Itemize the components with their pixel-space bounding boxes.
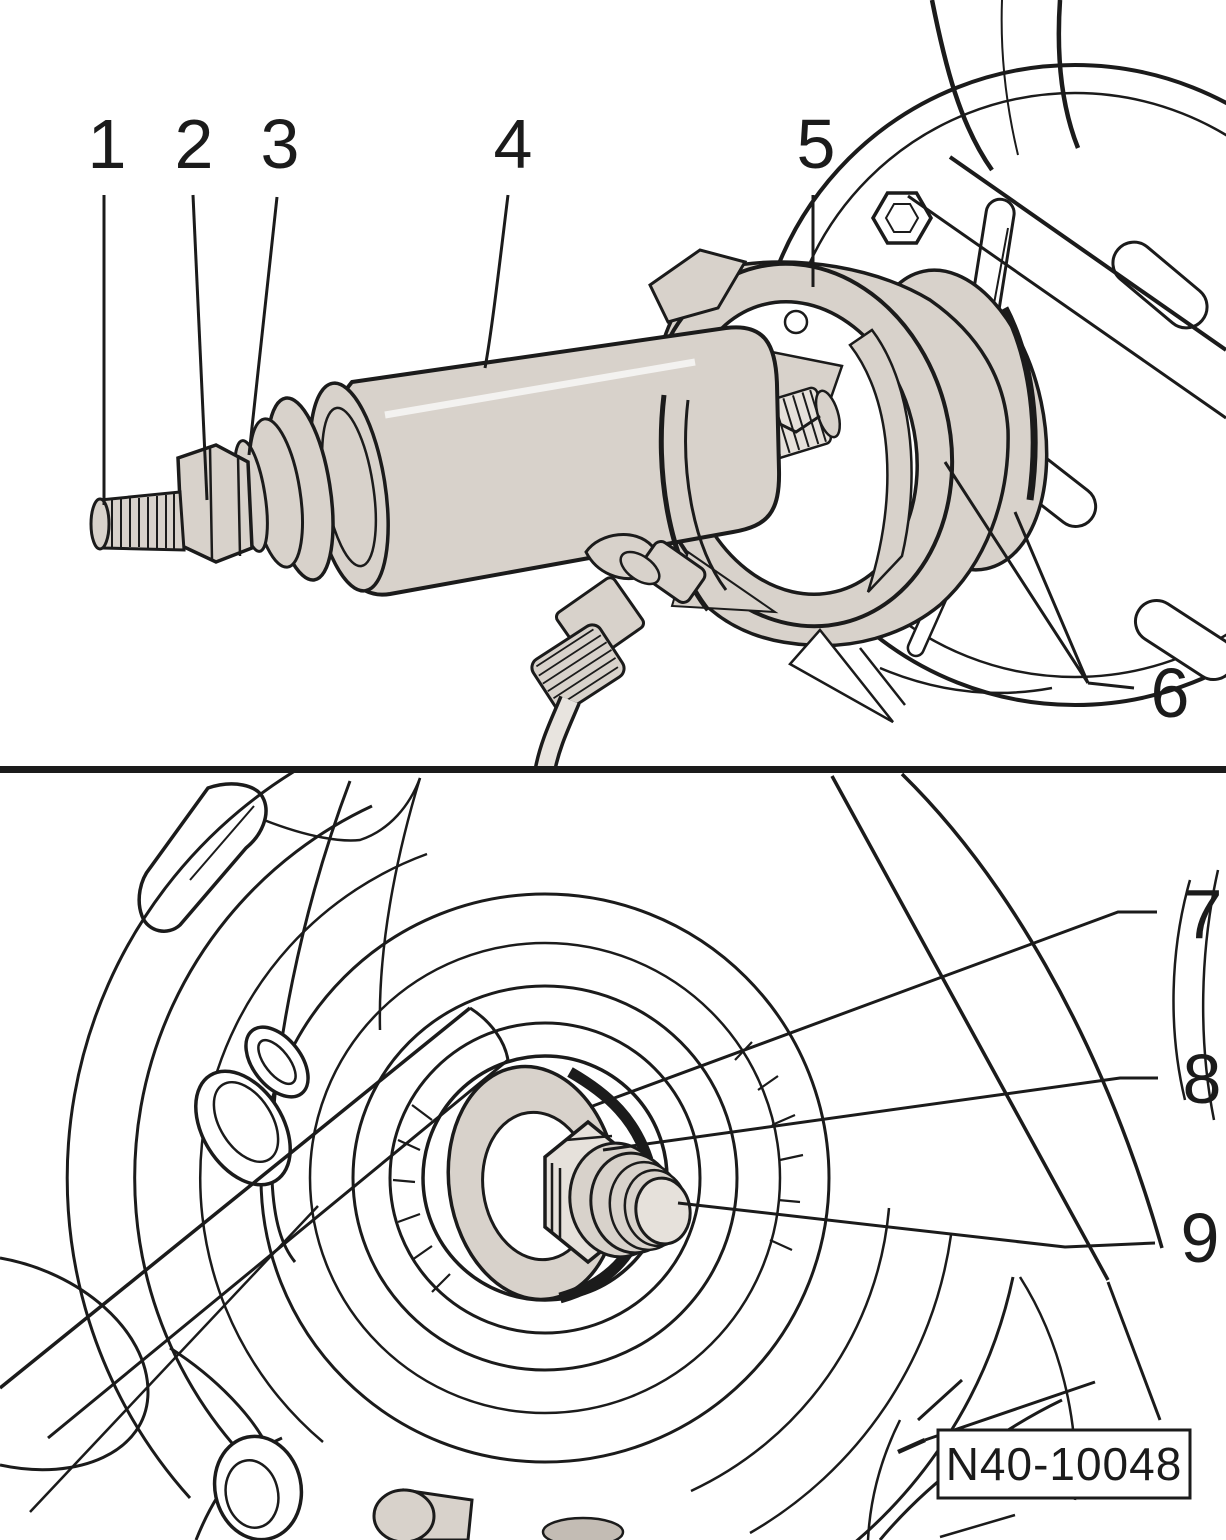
- shield-slot: [1111, 240, 1209, 330]
- threaded-spindle: [89, 490, 186, 552]
- link-eye: [194, 1069, 292, 1187]
- callout-label-3: 3: [261, 105, 300, 183]
- link-eye: [244, 1025, 310, 1099]
- callout-label-6: 6: [1151, 654, 1190, 732]
- spindle-tip: [634, 1176, 692, 1246]
- arm-hole: [212, 1434, 304, 1540]
- figure-reference-label: N40-10048: [946, 1438, 1183, 1490]
- callout-label-2: 2: [175, 105, 214, 183]
- banjo-bolt: [637, 540, 707, 604]
- reference-box: [936, 1428, 1192, 1500]
- panel-divider: [0, 766, 1226, 773]
- callout-label-1: 1: [88, 105, 127, 183]
- contact-wedge: [788, 628, 894, 724]
- bell-tab: [648, 248, 748, 324]
- callout-label-8: 8: [1183, 1040, 1222, 1118]
- shield-slot: [1133, 598, 1226, 682]
- callout-label-9: 9: [1181, 1199, 1220, 1277]
- bottom-panel-drawing: N40-10048: [0, 773, 1220, 1540]
- top-callout-leaders: [102, 194, 1135, 690]
- callout-label-5: 5: [797, 105, 836, 183]
- puller-cylinder-assembly: [89, 325, 782, 597]
- bottom-callout-leaders: [589, 910, 1158, 1249]
- callout-label-4: 4: [494, 105, 533, 183]
- figure-reference: N40-10048: [936, 1428, 1192, 1500]
- control-arm-lines: [0, 777, 625, 1540]
- subframe-lines: [866, 1378, 1096, 1540]
- knurled-coupling: [530, 623, 626, 713]
- hub-stack: [446, 1064, 692, 1304]
- top-panel-drawing: [89, 0, 1226, 766]
- hydraulic-hose: [530, 533, 707, 766]
- bottom-edge-part: [541, 1516, 625, 1540]
- callout-label-7: 7: [1184, 875, 1223, 953]
- spindle-nut: [176, 443, 254, 564]
- shield-bolt: [870, 191, 934, 245]
- strut-band: [830, 773, 1220, 1501]
